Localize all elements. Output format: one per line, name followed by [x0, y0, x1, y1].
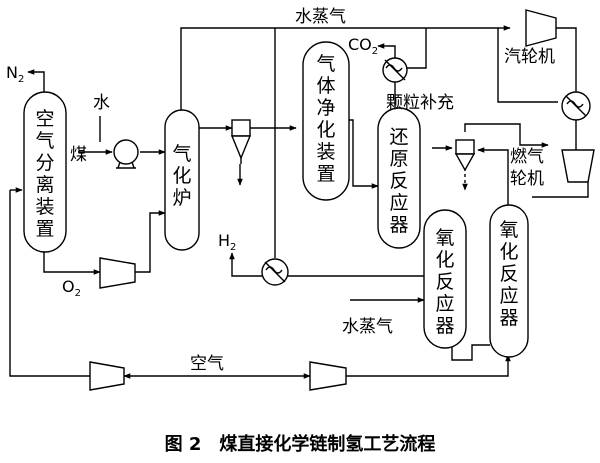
air-reactor-to-cyclone-line	[477, 147, 509, 218]
steam-turbine	[525, 9, 557, 47]
o2-to-gasifier-line	[135, 210, 166, 273]
h2-label: H2	[218, 231, 236, 253]
particle-cyclone-cone	[454, 153, 476, 172]
n2-outlet-line	[27, 69, 45, 95]
pump-leg-right	[131, 161, 135, 169]
gas-purifier-label: 气体净化装置	[316, 53, 335, 185]
cyclone-gas-to-gas-turbine-line	[464, 123, 549, 148]
purifier-to-reducer-line	[349, 119, 379, 189]
air-separation-label: 空气分离装置	[35, 108, 54, 240]
reduction-reactor-vessel	[377, 107, 421, 249]
oxidation-reactor-right-label: 氧化反应器	[499, 219, 518, 329]
co2-label: CO2	[348, 35, 378, 57]
slurry-pump	[113, 139, 139, 169]
pump-leg-left	[117, 161, 121, 169]
equipment-labels: 空气分离装置 气化炉 气体净化装置 还原反应器 氧化反应器 氧化反应器	[35, 53, 518, 337]
gasifier-vessel	[164, 109, 200, 251]
cyclone-top	[231, 119, 251, 137]
reduction-reactor-label: 还原反应器	[389, 126, 408, 236]
cyclone-cone	[230, 135, 252, 160]
hrsg-coil	[566, 100, 584, 108]
particle-makeup-label: 颗粒补充	[386, 93, 454, 113]
o2-label: O2	[62, 277, 81, 299]
cyclone-separator	[230, 119, 252, 164]
pipelines	[9, 25, 589, 379]
air-label: 空气	[190, 354, 224, 374]
oxidizer-to-air-reactor-line	[451, 328, 490, 361]
co2-heat-exchanger	[382, 57, 408, 83]
water-label: 水	[93, 93, 110, 113]
steam-turbine-label: 汽轮机	[504, 47, 555, 67]
gas-purifier-vessel	[302, 41, 350, 201]
steam-mid-label: 水蒸气	[342, 317, 393, 337]
gas-turbine	[561, 149, 595, 183]
air-compressor-left	[89, 361, 125, 391]
air-loop-left-line	[9, 190, 90, 377]
particle-cyclone	[454, 139, 476, 172]
air-compressor-right	[309, 361, 347, 391]
oxidation-reactor-left-label: 氧化反应器	[435, 227, 454, 337]
gas-turbine-label-2: 轮机	[510, 169, 544, 189]
h2-outlet-line	[229, 252, 262, 277]
coal-label: 煤	[70, 145, 87, 165]
oxidation-reactor-right-vessel	[489, 204, 529, 358]
h2-hx-coil	[265, 266, 283, 274]
hrsg-heat-exchanger	[561, 91, 591, 121]
n2-label: N2	[6, 63, 24, 85]
hrsg-to-turbine-line	[556, 27, 577, 92]
stream-labels: 水蒸气 汽轮机 水 煤 颗粒补充 燃气 轮机 水蒸气 空气 N2 O2 CO2 …	[6, 7, 555, 374]
o2-line	[43, 248, 101, 275]
gasifier-label: 气化炉	[172, 143, 191, 209]
co2-hx-steam-line	[407, 28, 427, 69]
gt-bottom-line	[532, 178, 589, 198]
co2-hx-coil	[385, 64, 403, 72]
steam-top-label: 水蒸气	[295, 7, 346, 27]
o2-compressor	[99, 257, 136, 289]
gas-turbine-label-1: 燃气	[510, 147, 544, 167]
co2-vent-line	[387, 45, 396, 58]
h2-heat-exchanger	[261, 258, 289, 286]
particle-cyclone-top	[455, 139, 475, 155]
pump-body	[113, 139, 139, 165]
air-separation-unit	[23, 91, 67, 253]
figure-caption: 图 2 煤直接化学链制氢工艺流程	[165, 433, 436, 455]
air-to-air-reactor-line	[346, 354, 511, 377]
oxidation-reactor-left-vessel	[423, 209, 467, 349]
